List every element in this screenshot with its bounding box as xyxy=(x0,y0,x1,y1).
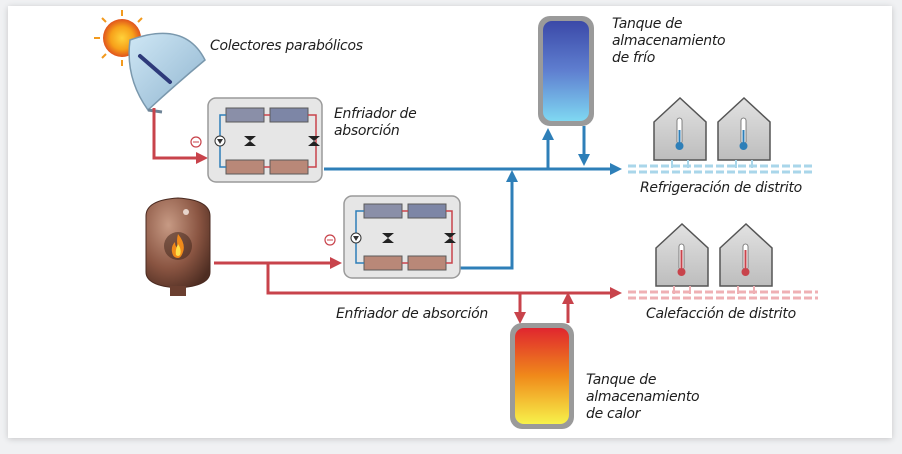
heat-tank-label-line2: almacenamiento xyxy=(586,389,700,405)
absorption-chiller-top xyxy=(207,97,323,183)
heat-tank-label-line3: de calor xyxy=(586,406,641,422)
flame-icon xyxy=(164,232,192,260)
hot-water-pipes xyxy=(152,108,622,324)
thermometer-icon xyxy=(675,117,684,150)
district-cooling-pipe xyxy=(628,164,812,174)
cold-tank-label-line3: de frío xyxy=(612,50,655,66)
fan-icon xyxy=(190,136,202,148)
parabolic-collector-icon xyxy=(128,32,206,114)
chiller-bottom-label: Enfriador de absorción xyxy=(336,306,488,322)
house-icon xyxy=(653,96,707,168)
cold-tank-label-line1: Tanque de xyxy=(612,16,683,32)
heat-tank-label-line1: Tanque de xyxy=(586,372,657,388)
cold-tank-label-line2: almacenamiento xyxy=(612,33,726,49)
chiller-top-label-line1: Enfriador de xyxy=(334,106,417,122)
house-icon xyxy=(719,222,773,294)
pump-icon xyxy=(350,232,362,244)
house-icon xyxy=(717,96,771,168)
boiler-icon xyxy=(145,197,211,296)
valve-icon xyxy=(382,233,456,243)
pump-icon xyxy=(214,135,226,147)
district-heating-pipe xyxy=(628,290,818,300)
thermometer-icon xyxy=(739,117,748,150)
heat-storage-tank xyxy=(510,323,574,429)
district-cooling-label: Refrigeración de distrito xyxy=(640,180,802,196)
valve-icon xyxy=(244,136,320,146)
house-icon xyxy=(655,222,709,294)
thermometer-icon xyxy=(677,243,686,276)
solar-collectors-label: Colectores parabólicos xyxy=(210,38,363,54)
cold-storage-tank xyxy=(538,16,594,126)
thermometer-icon xyxy=(741,243,750,276)
fan-icon xyxy=(324,234,336,246)
absorption-chiller-bottom xyxy=(343,195,461,279)
chilled-water-pipes xyxy=(324,126,622,270)
chiller-top-label-line2: absorción xyxy=(334,123,400,139)
district-heating-label: Calefacción de distrito xyxy=(646,306,796,322)
